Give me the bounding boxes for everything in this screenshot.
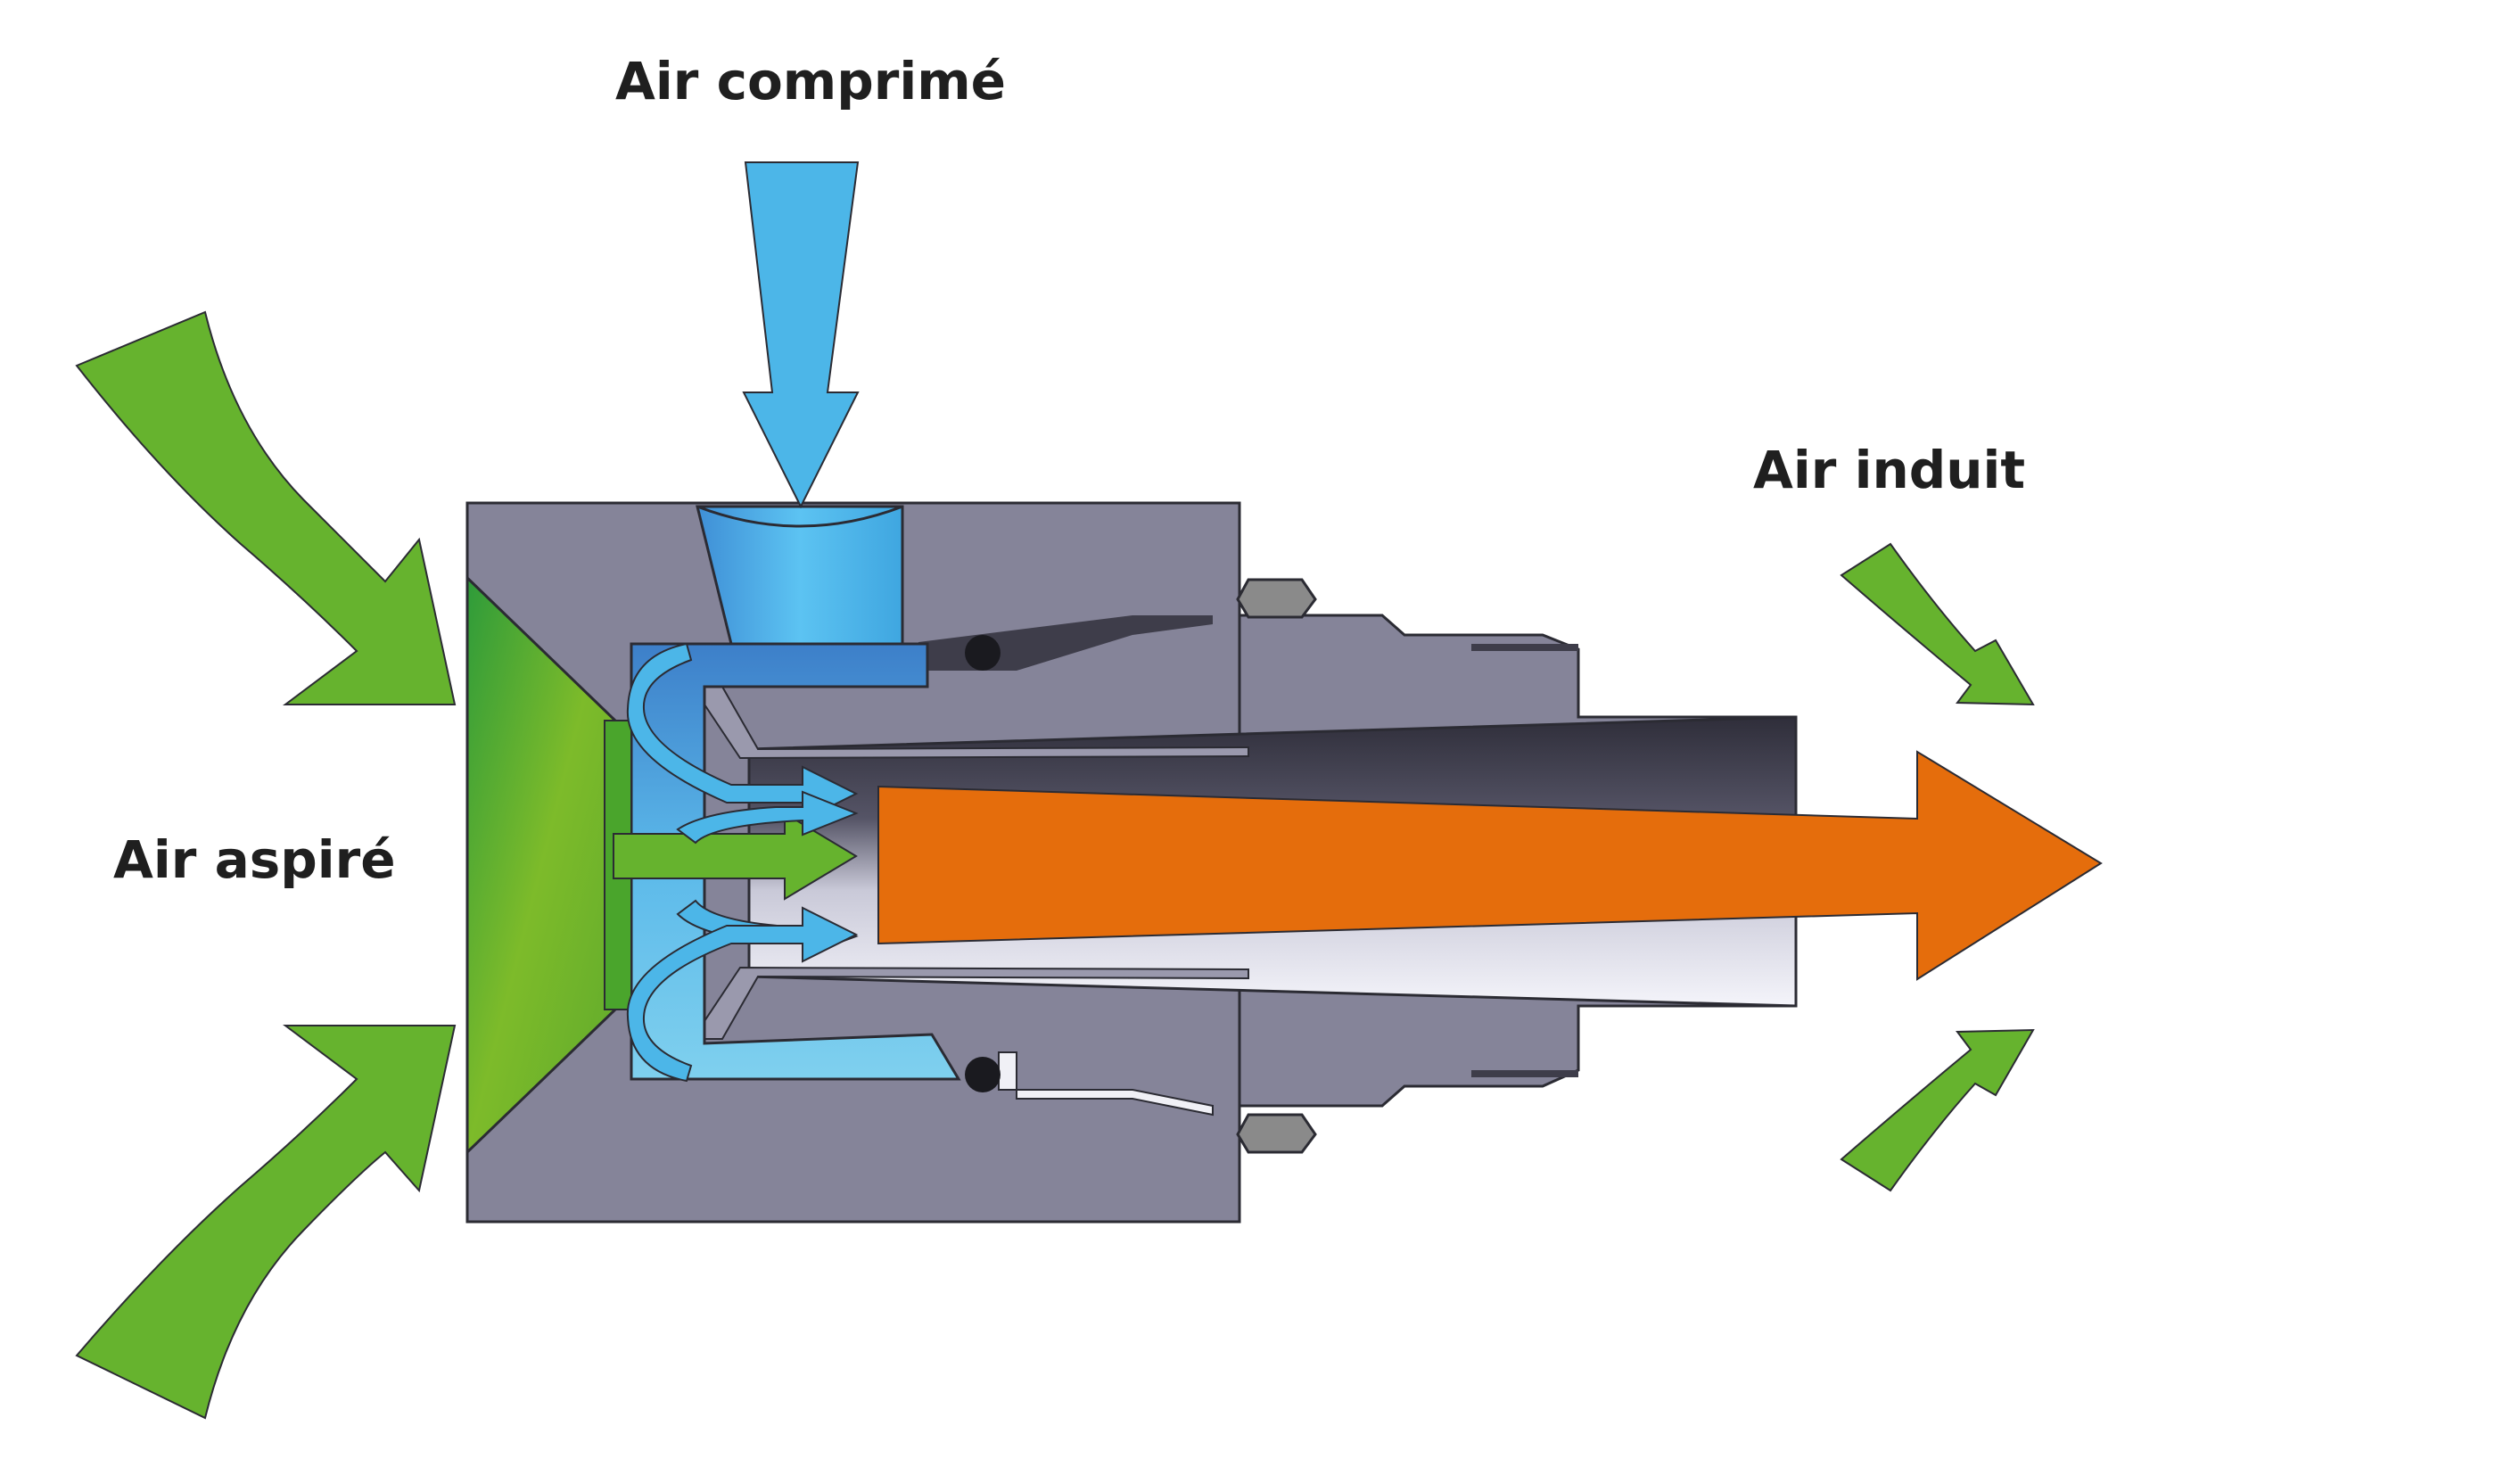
suction-arrow-lower-icon — [75, 1025, 457, 1420]
suction-inner-arrow-icon — [613, 812, 858, 901]
o-ring-lower — [965, 1057, 1001, 1092]
induced-arrow-upper-icon — [1840, 542, 2035, 706]
induced-arrow-lower-icon — [1840, 1028, 2035, 1192]
output-air-arrow-icon — [877, 750, 2103, 981]
suction-air-label: Air aspiré — [113, 829, 396, 890]
inlet-meniscus — [696, 505, 903, 528]
flow-arrow-mid-icon — [676, 790, 859, 845]
seal-groove-lower — [998, 1051, 1214, 1117]
compressed-air-arrow-icon — [742, 161, 860, 509]
induced-air-label: Air induit — [1753, 440, 2026, 500]
sleeve-strip-lower — [1471, 1070, 1578, 1077]
sleeve-strip-upper — [1471, 644, 1578, 651]
bore-lip-upper — [684, 686, 1249, 760]
flow-arrow-lower-icon — [626, 906, 859, 1083]
o-ring-upper — [965, 635, 1001, 671]
compressed-air-label: Air comprimé — [615, 51, 1007, 111]
nut-upper — [1236, 578, 1317, 619]
suction-arrow-upper-icon — [75, 310, 457, 705]
nut-lower — [1236, 1113, 1317, 1154]
bore-lip-lower — [684, 966, 1249, 1040]
